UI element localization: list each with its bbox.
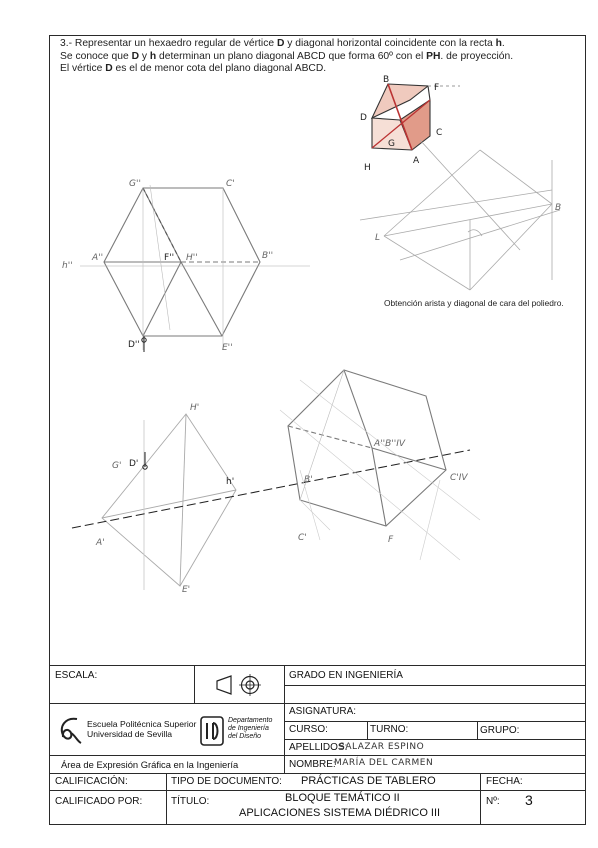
grado-label: GRADO EN INGENIERÍA xyxy=(289,670,403,681)
school-line-2: Universidad de Sevilla xyxy=(87,729,173,739)
tb-vrule-escala xyxy=(194,665,195,703)
top-label-c: C' xyxy=(226,179,235,189)
bot-label-f: F xyxy=(388,535,394,545)
school-logo xyxy=(57,715,83,748)
projection-trapezoid-icon xyxy=(216,675,232,695)
line-h-prime xyxy=(71,449,471,529)
tb-vrule-calif xyxy=(166,773,167,825)
titulo-line-1: BLOQUE TEMÁTICO II xyxy=(285,792,400,804)
lower-left-projection xyxy=(101,413,237,590)
titulo-label: TÍTULO: xyxy=(171,796,210,807)
top-label-b: B'' xyxy=(262,251,273,261)
cube-label-h: H xyxy=(364,163,371,173)
area-label: Área de Expresión Gráfica en la Ingenier… xyxy=(61,759,239,770)
cube-label-b: B xyxy=(383,75,389,85)
top-label-a: A'' xyxy=(91,253,103,263)
top-label-h: h'' xyxy=(62,261,73,271)
cube-label-c: C xyxy=(436,128,442,138)
tb-rule-area xyxy=(49,773,586,775)
titulo-line-2: APLICACIONES SISTEMA DIÉDRICO III xyxy=(239,807,441,819)
bot-label-d: D' xyxy=(129,459,138,469)
bot-label-b: B' xyxy=(304,475,313,485)
cube-sketch xyxy=(370,83,460,151)
tb-vrule-fecha xyxy=(480,773,481,825)
tb-rule-curso xyxy=(284,721,586,722)
bot-label-ab: A''B''IV xyxy=(373,439,406,449)
dept-name: Departamento de Ingeniería del Diseño xyxy=(228,717,272,741)
cube-label-f: F xyxy=(434,83,439,93)
auxiliary-construction xyxy=(359,139,561,291)
asignatura-label: ASIGNATURA: xyxy=(289,706,357,717)
figure-caption: Obtención arista y diagonal de cara del … xyxy=(384,298,564,308)
bot-label-c: C' xyxy=(298,533,307,543)
dept-line-3: del Diseño xyxy=(228,733,262,740)
nombre-label: NOMBRE: xyxy=(289,759,336,770)
tb-top-rule xyxy=(49,665,586,667)
tb-vrule-turno xyxy=(367,721,368,739)
numero-label: Nº: xyxy=(486,796,500,807)
bot-label-c2: C'IV xyxy=(450,473,468,483)
calificacion-label: CALIFICACIÓN: xyxy=(55,776,128,787)
turno-label: TURNO: xyxy=(370,724,409,735)
dept-logo xyxy=(197,715,227,750)
tb-rule-grado xyxy=(284,685,586,686)
escala-label: ESCALA: xyxy=(55,670,98,681)
statement-line-3: El vértice D es el de menor cota del pla… xyxy=(60,63,327,75)
calificado-por-label: CALIFICADO POR: xyxy=(55,796,143,807)
problem-statement: 3.- Representar un hexaedro regular de v… xyxy=(60,38,580,76)
tb-rule-nombre xyxy=(49,755,586,756)
upper-hexagon-projection xyxy=(80,184,310,350)
tipo-documento-value: PRÁCTICAS DE TABLERO xyxy=(301,775,436,787)
statement-line-2: Se conoce que D y h determinan un plano … xyxy=(60,50,514,62)
tb-vrule-main xyxy=(284,665,285,773)
drawing-sheet-border xyxy=(49,35,586,825)
title-block: ESCALA: GRADO EN INGENIERÍA ASIGNATURA: … xyxy=(49,665,586,825)
statement-line-1: 3.- Representar un hexaedro regular de v… xyxy=(60,38,505,49)
fecha-label: FECHA: xyxy=(486,776,523,787)
bot-label-a: A' xyxy=(95,538,105,548)
apellidos-label: APELLIDOS: xyxy=(289,742,348,753)
bot-label-e: E' xyxy=(182,585,190,595)
apellidos-value: SALAZAR ESPINO xyxy=(339,742,425,752)
grupo-label: GRUPO: xyxy=(480,725,520,736)
lower-right-projection xyxy=(279,369,481,561)
cube-label-g: G xyxy=(388,139,395,149)
tipo-documento-label: TIPO DE DOCUMENTO: xyxy=(171,776,282,787)
top-label-h2: H'' xyxy=(186,253,198,263)
curso-label: CURSO: xyxy=(289,724,328,735)
cube-label-d: D xyxy=(360,113,367,123)
bot-label-h: h' xyxy=(226,477,234,487)
numero-value: 3 xyxy=(525,792,533,808)
tb-vrule-grupo xyxy=(477,721,478,739)
school-name: Escuela Politécnica Superior Universidad… xyxy=(87,719,196,739)
nombre-value: MARÍA DEL CARMEN xyxy=(334,758,434,768)
dept-logo-icon xyxy=(200,716,224,746)
dept-line-1: Departamento xyxy=(228,717,273,724)
bot-label-g: G' xyxy=(112,461,121,471)
tb-rule-escala xyxy=(49,703,287,704)
top-label-e: E'' xyxy=(222,343,233,353)
tb-rule-asignatura xyxy=(284,703,586,704)
bot-label-h2: H' xyxy=(190,403,199,413)
aux-label-b: B xyxy=(555,203,561,213)
cube-label-a: A xyxy=(413,156,420,166)
top-label-f: F'' xyxy=(164,253,174,263)
top-label-g: G'' xyxy=(129,179,141,189)
tb-rule-apellidos xyxy=(284,739,586,740)
school-line-1: Escuela Politécnica Superior xyxy=(87,719,197,729)
top-label-d: D'' xyxy=(128,340,140,350)
tb-rule-calificacion xyxy=(49,790,586,791)
eps-logo-icon xyxy=(60,717,82,744)
projection-symbol xyxy=(214,674,264,699)
aux-label-l: L xyxy=(375,233,380,243)
dept-line-2: de Ingeniería xyxy=(228,725,269,732)
